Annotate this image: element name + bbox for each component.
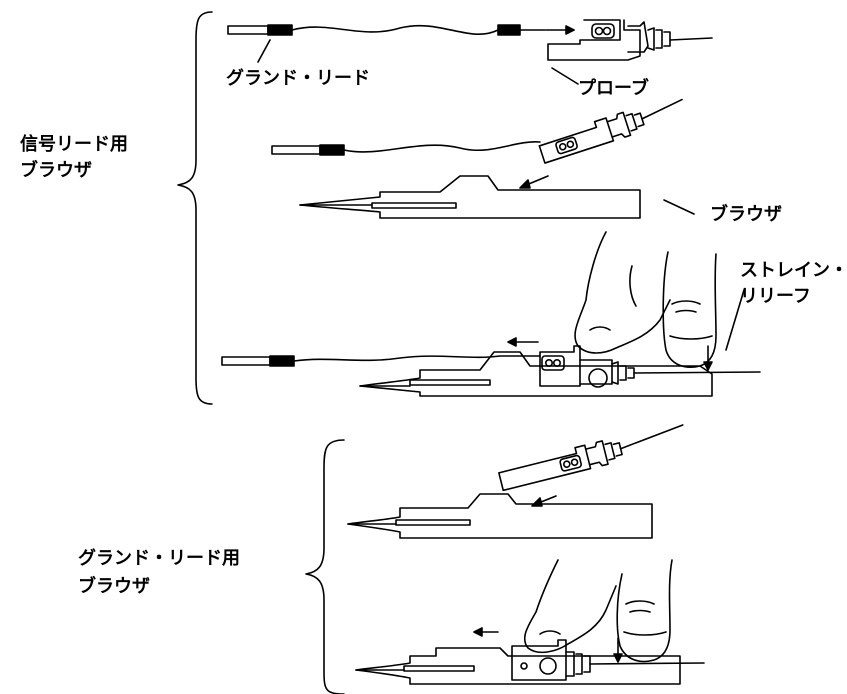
step5-probe (512, 640, 704, 680)
step1-arrowhead (566, 26, 574, 34)
step2-arrowhead (520, 180, 530, 188)
step5-finger-right (617, 560, 672, 661)
ground-lead-browser-label-line2: ブラウザ (78, 576, 150, 597)
step3-press-arrowhead (704, 362, 712, 370)
step2-browser (300, 176, 640, 218)
step5-arrowhead (474, 628, 482, 636)
strain-relief-pointer (726, 290, 744, 350)
step2-ground-lead (272, 142, 540, 155)
step5-browser (356, 648, 680, 684)
step3-browser (360, 352, 712, 396)
step3-probe (540, 346, 760, 387)
lower-brace (306, 440, 344, 694)
strain-relief-label-line1: ストレイン・ (740, 260, 847, 281)
strain-relief-label-line2: リリーフ (740, 286, 811, 307)
ground-lead-label: グランド・リード (226, 68, 370, 89)
step3-arrowhead (508, 338, 516, 346)
step5-finger-left (525, 560, 616, 652)
step3-ground-lead (222, 356, 540, 366)
browser-label: ブラウザ (710, 204, 782, 225)
step1-ground-lead (228, 25, 545, 35)
signal-lead-browser-label-line1: 信号リード用 (20, 134, 128, 155)
ground-lead-browser-label-line1: グランド・リード用 (78, 548, 240, 569)
probe-label: プローブ (578, 78, 649, 99)
step1-probe (548, 20, 712, 60)
step3-finger-left (575, 232, 670, 353)
step4-probe (497, 421, 687, 490)
browser-pointer (664, 200, 694, 214)
probe-pointer (552, 68, 578, 84)
step2-probe (538, 94, 688, 163)
ground-lead-pointer (258, 40, 270, 62)
step5-press-arrowhead (614, 654, 622, 662)
step4-browser (348, 494, 652, 538)
upper-brace (178, 12, 212, 404)
step3-finger-right (663, 252, 716, 367)
signal-lead-browser-label-line2: ブラウザ (20, 160, 92, 181)
